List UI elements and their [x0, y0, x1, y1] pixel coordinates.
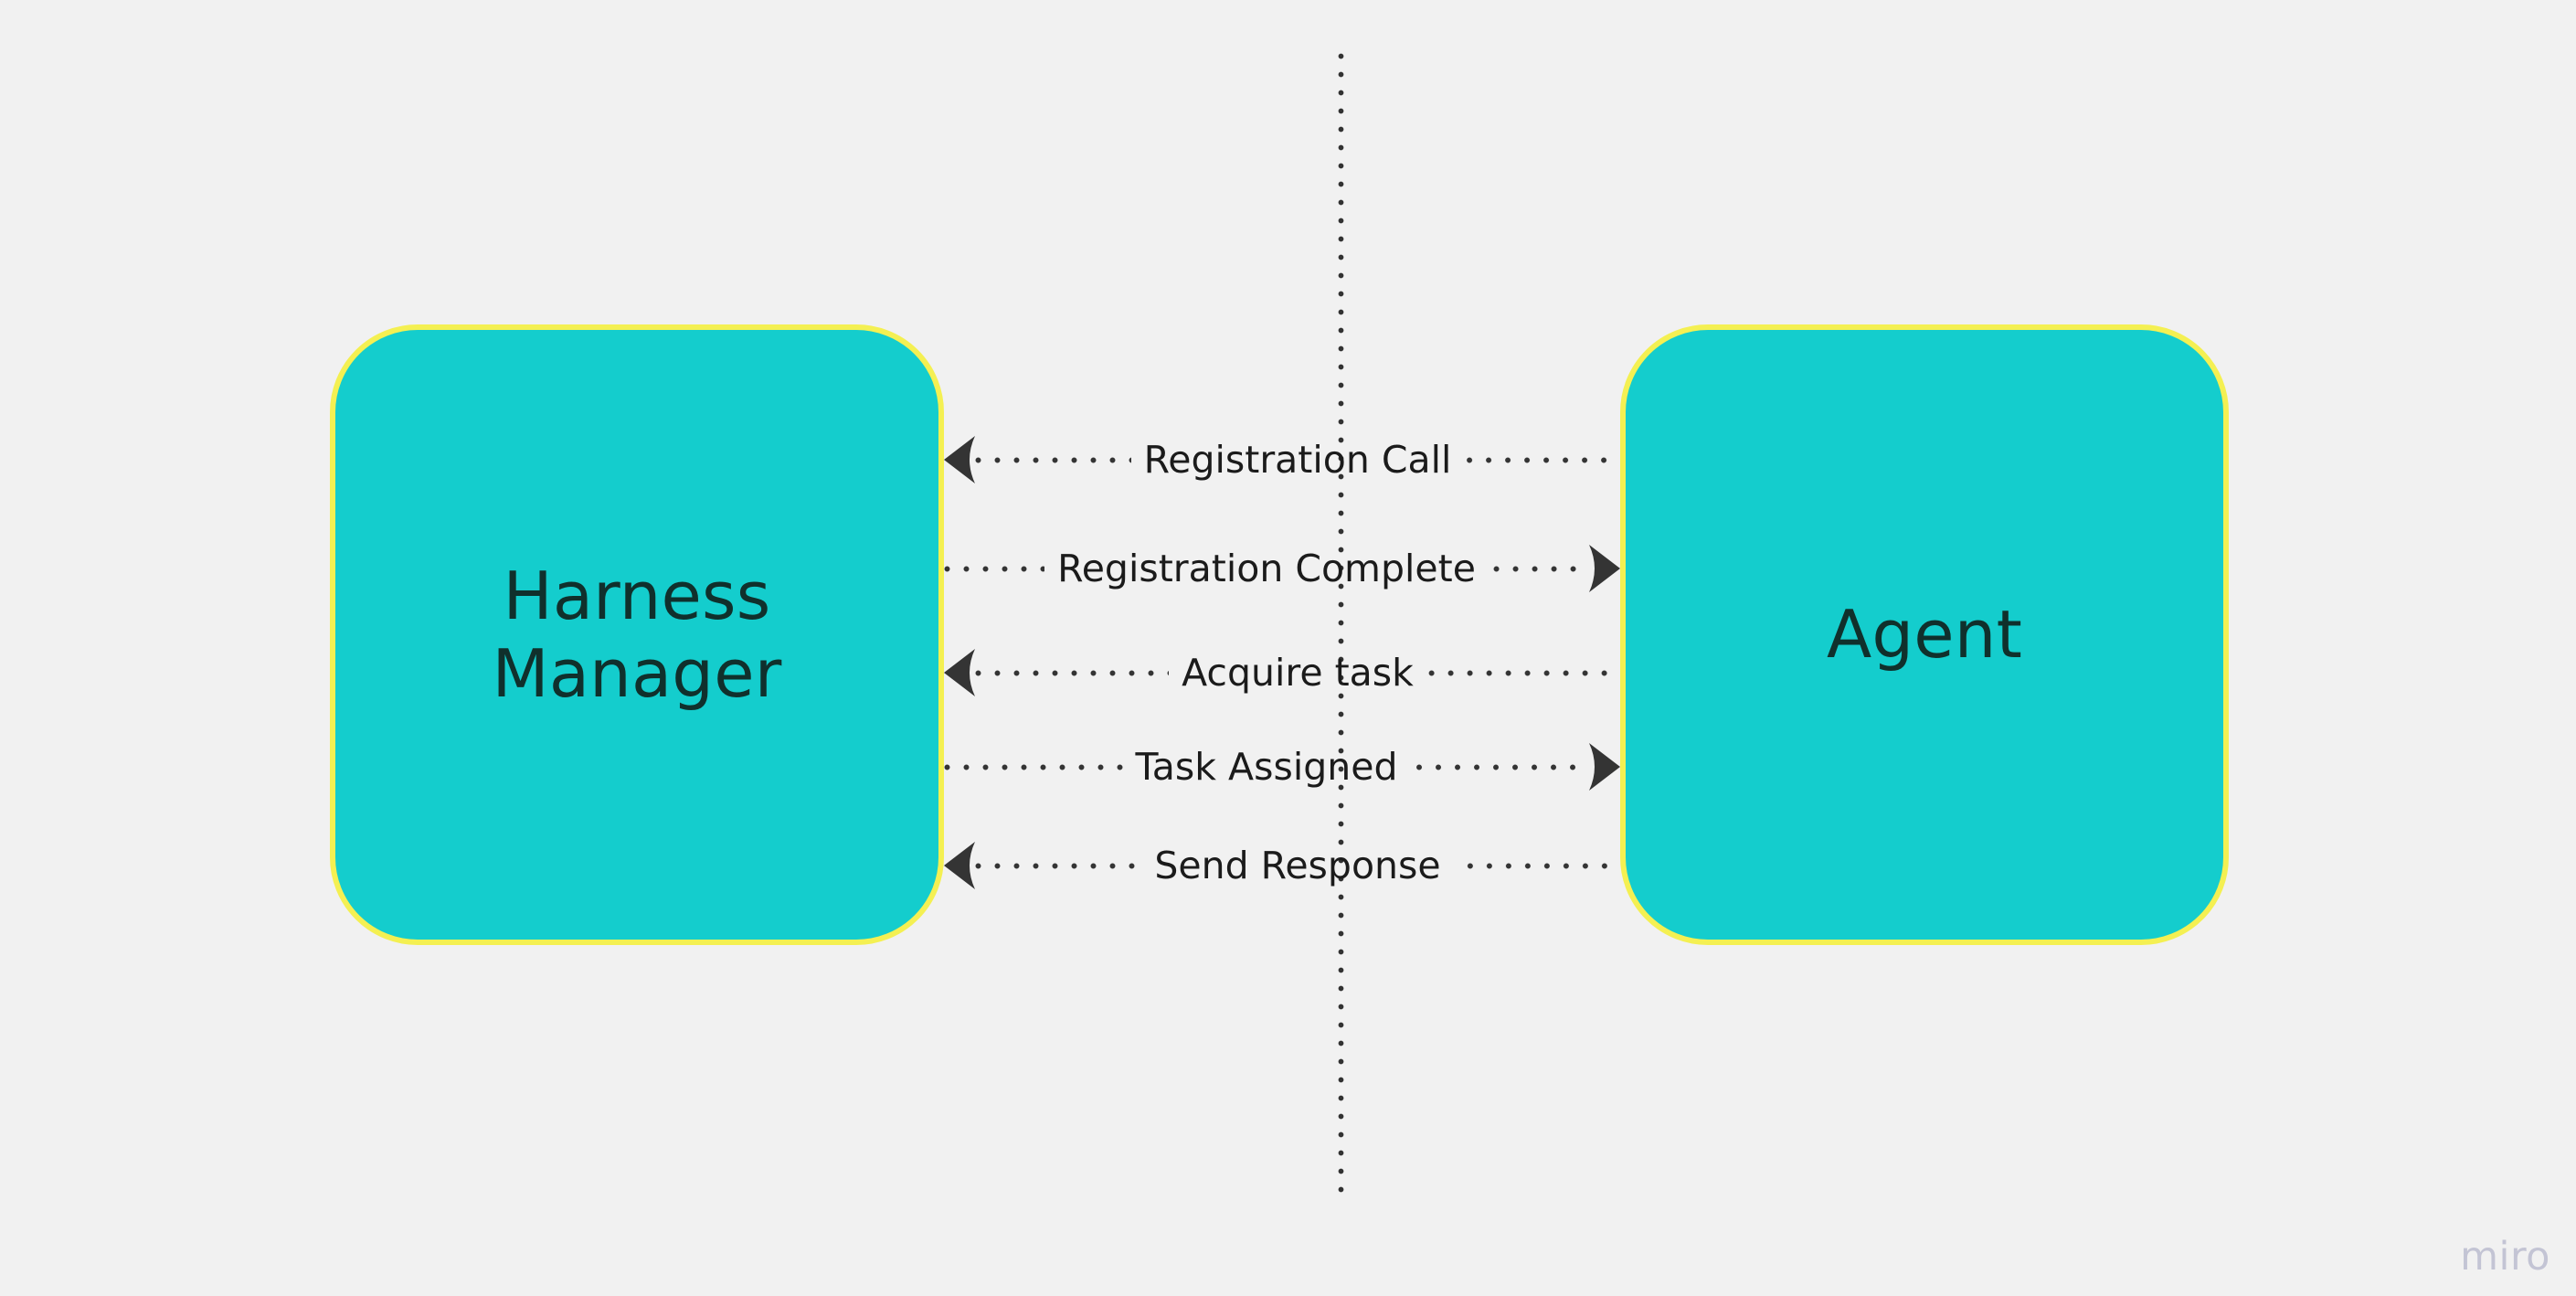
- message-line-left-segment: [944, 763, 1123, 770]
- node-agent-label: Agent: [1826, 596, 2023, 674]
- message-task-assigned[interactable]: Task Assigned: [944, 737, 1621, 797]
- message-label-send-response: Send Response: [1154, 843, 1441, 887]
- node-harness-manager[interactable]: Harness Manager: [330, 324, 944, 945]
- arrowhead-right-icon: [1589, 545, 1620, 592]
- message-registration-call[interactable]: Registration Call: [944, 430, 1620, 490]
- message-acquire-task[interactable]: Acquire task: [944, 643, 1621, 703]
- message-line-right-segment: [1464, 456, 1620, 463]
- message-line-right-segment: [1410, 763, 1590, 770]
- message-label-task-assigned: Task Assigned: [1135, 744, 1398, 789]
- vertical-divider-line: [1338, 53, 1344, 1205]
- miro-watermark: miro: [2460, 1234, 2550, 1280]
- message-line-right-segment: [1453, 862, 1620, 869]
- node-agent[interactable]: Agent: [1620, 324, 2229, 945]
- message-line-left-segment: [975, 669, 1170, 676]
- message-send-response[interactable]: Send Response: [944, 835, 1620, 896]
- arrowhead-right-icon: [1589, 743, 1621, 791]
- message-label-registration-complete: Registration Complete: [1057, 546, 1476, 590]
- message-label-registration-call: Registration Call: [1143, 437, 1452, 482]
- message-registration-complete[interactable]: Registration Complete: [944, 538, 1620, 599]
- message-line-left-segment: [975, 862, 1142, 869]
- node-harness-manager-label: Harness Manager: [492, 557, 782, 712]
- message-line-left-segment: [975, 456, 1131, 463]
- message-label-acquire-task: Acquire task: [1182, 650, 1414, 695]
- message-line-left-segment: [944, 565, 1045, 572]
- arrowhead-left-icon: [944, 842, 975, 889]
- message-line-right-segment: [1426, 669, 1621, 676]
- arrowhead-left-icon: [944, 649, 975, 696]
- message-line-right-segment: [1488, 565, 1589, 572]
- arrowhead-left-icon: [944, 436, 975, 483]
